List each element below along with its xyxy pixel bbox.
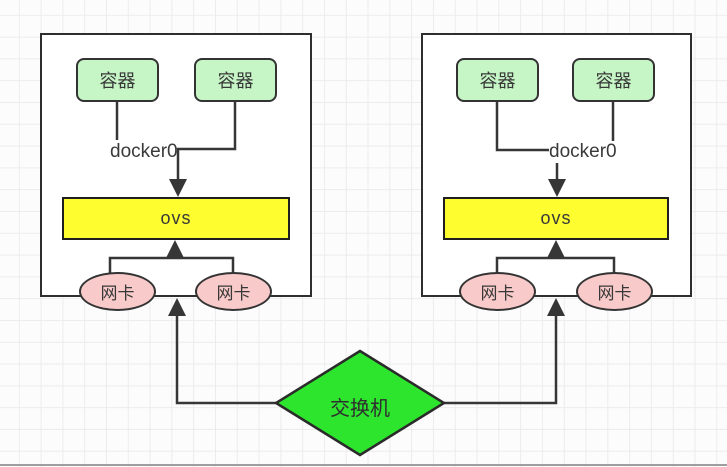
ovs-node: ovs bbox=[443, 197, 669, 240]
arrowhead-right-host-bottom bbox=[547, 298, 565, 316]
container-node: 容器 bbox=[572, 58, 655, 102]
container-label: 容器 bbox=[595, 71, 632, 91]
nic-node: 网卡 bbox=[576, 272, 653, 311]
edge-switch-right-host bbox=[443, 316, 558, 405]
nic-label: 网卡 bbox=[216, 284, 251, 303]
nic-label: 网卡 bbox=[480, 284, 515, 303]
container-label: 容器 bbox=[99, 71, 136, 91]
ovs-node: ovs bbox=[62, 197, 290, 240]
container-label: 容器 bbox=[217, 71, 254, 91]
ovs-label: ovs bbox=[540, 208, 572, 228]
ovs-label: ovs bbox=[160, 208, 192, 228]
nic-node: 网卡 bbox=[195, 272, 272, 311]
switch-label: 交换机 bbox=[330, 398, 390, 420]
nic-node: 网卡 bbox=[459, 272, 536, 311]
edge-switch-left-host bbox=[175, 316, 277, 405]
docker0-bridge-label: docker0 bbox=[110, 141, 178, 162]
container-label: 容器 bbox=[479, 71, 516, 91]
container-node: 容器 bbox=[456, 58, 539, 102]
arrowhead-left-host-bottom bbox=[168, 298, 186, 316]
container-node: 容器 bbox=[76, 58, 159, 102]
docker0-bridge-label: docker0 bbox=[549, 141, 617, 162]
container-node: 容器 bbox=[194, 58, 277, 102]
screenshot-bottom-edge bbox=[0, 464, 727, 466]
nic-node: 网卡 bbox=[79, 272, 156, 311]
nic-label: 网卡 bbox=[100, 284, 135, 303]
nic-label: 网卡 bbox=[597, 284, 632, 303]
